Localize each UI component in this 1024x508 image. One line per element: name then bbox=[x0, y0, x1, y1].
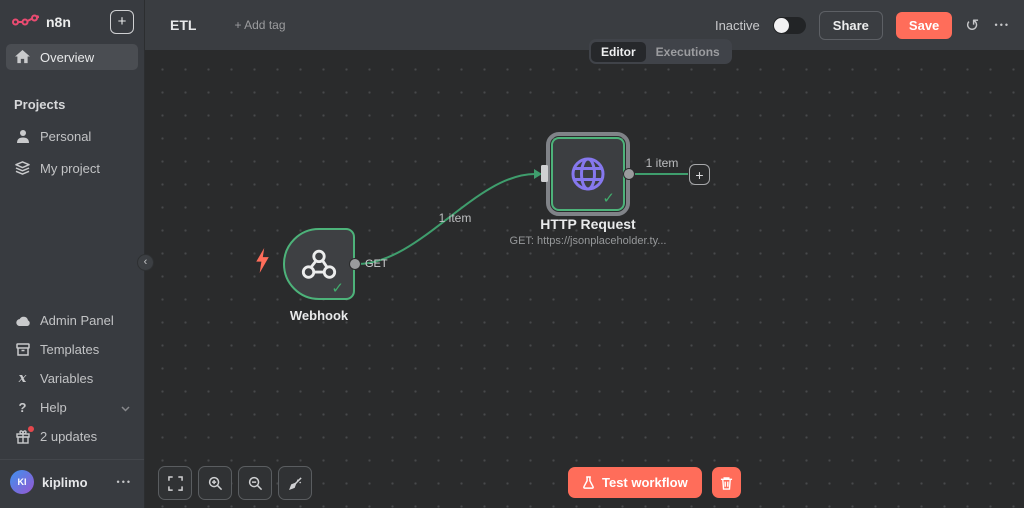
new-workflow-button[interactable]: + bbox=[110, 10, 134, 34]
user-options-icon[interactable]: ••• bbox=[116, 477, 132, 487]
logo-row: n8n + bbox=[0, 0, 144, 42]
home-icon bbox=[14, 49, 31, 65]
sidebar: n8n + Overview Projects Personal My proj… bbox=[0, 0, 145, 508]
sidebar-item-label: Admin Panel bbox=[40, 313, 114, 328]
user-name: kiplimo bbox=[42, 474, 88, 490]
topbar-actions: Inactive Share Save ↺ ••• bbox=[714, 10, 1010, 40]
globe-icon bbox=[571, 157, 605, 191]
sidebar-collapse-button[interactable]: ‹ bbox=[137, 254, 154, 271]
editor-executions-tabs: Editor Executions bbox=[589, 39, 732, 64]
workflow-name[interactable]: ETL bbox=[170, 17, 197, 33]
http-input-port[interactable] bbox=[541, 165, 548, 182]
test-workflow-label: Test workflow bbox=[602, 475, 688, 490]
add-tag-button[interactable]: + Add tag bbox=[234, 18, 286, 32]
sidebar-item-my-project[interactable]: My project bbox=[6, 155, 138, 181]
tidy-up-button[interactable] bbox=[278, 466, 312, 500]
history-icon[interactable]: ↺ bbox=[965, 15, 980, 35]
webhook-output-port[interactable] bbox=[349, 258, 361, 270]
sidebar-item-label: Overview bbox=[40, 49, 95, 65]
sidebar-item-overview[interactable]: Overview bbox=[6, 44, 138, 70]
avatar: KI bbox=[10, 470, 34, 494]
workflow-menu-icon[interactable]: ••• bbox=[994, 20, 1010, 30]
sidebar-item-personal[interactable]: Personal bbox=[6, 123, 138, 149]
sidebar-item-help[interactable]: ? Help bbox=[6, 394, 138, 421]
node-webhook[interactable]: ✓ bbox=[283, 228, 355, 300]
question-icon: ? bbox=[18, 400, 27, 415]
sidebar-item-label: Personal bbox=[40, 128, 92, 144]
notification-dot bbox=[28, 425, 34, 432]
gift-icon bbox=[14, 425, 34, 445]
user-menu[interactable]: KI kiplimo ••• bbox=[0, 459, 144, 508]
success-check-icon: ✓ bbox=[331, 280, 344, 297]
sidebar-item-updates[interactable]: 2 updates bbox=[6, 423, 138, 450]
flask-icon bbox=[583, 475, 594, 489]
trigger-bolt-icon bbox=[255, 248, 270, 278]
active-toggle[interactable] bbox=[772, 16, 806, 34]
variable-icon: x bbox=[18, 371, 27, 386]
tab-executions[interactable]: Executions bbox=[655, 44, 720, 59]
sidebar-item-label: 2 updates bbox=[40, 429, 98, 444]
cloud-icon bbox=[14, 313, 31, 329]
sidebar-item-label: Help bbox=[40, 400, 67, 415]
n8n-logo-icon bbox=[12, 14, 40, 30]
projects-header: Projects bbox=[14, 97, 66, 112]
add-node-button[interactable]: + bbox=[689, 164, 710, 185]
sidebar-item-label: My project bbox=[40, 160, 100, 176]
main-area: ETL + Add tag Inactive Share Save ↺ ••• … bbox=[145, 0, 1024, 508]
delete-workflow-button[interactable] bbox=[711, 467, 741, 498]
trash-icon bbox=[720, 476, 732, 490]
connection-items-label: 1 item bbox=[645, 156, 679, 170]
success-check-icon: ✓ bbox=[602, 190, 615, 207]
node-title-webhook: Webhook bbox=[289, 308, 349, 323]
http-output-port[interactable] bbox=[623, 168, 635, 180]
footer-actions: Test workflow bbox=[568, 467, 741, 498]
node-subtitle-http: GET: https://jsonplaceholder.ty... bbox=[509, 235, 667, 247]
layers-icon bbox=[14, 160, 31, 176]
chevron-down-icon bbox=[121, 400, 130, 415]
webhook-port-label: GET bbox=[365, 258, 388, 270]
connection-items-label: 1 item bbox=[438, 211, 472, 225]
workflow-canvas[interactable]: ✓ GET Webhook 1 item ✓ HTTP Request bbox=[145, 50, 1024, 508]
tab-editor[interactable]: Editor bbox=[591, 41, 646, 62]
share-button[interactable]: Share bbox=[818, 10, 883, 40]
package-icon bbox=[14, 342, 31, 358]
sidebar-item-label: Variables bbox=[40, 371, 94, 386]
webhook-icon bbox=[301, 249, 337, 279]
sidebar-item-variables[interactable]: x Variables bbox=[6, 365, 138, 392]
sidebar-spacer bbox=[0, 184, 144, 306]
toggle-knob bbox=[773, 17, 789, 33]
user-icon bbox=[14, 128, 31, 144]
node-http-request[interactable]: ✓ bbox=[546, 132, 630, 216]
connection-lines bbox=[356, 169, 688, 265]
canvas-controls bbox=[158, 466, 312, 500]
node-title-http: HTTP Request bbox=[540, 216, 636, 232]
zoom-out-button[interactable] bbox=[238, 466, 272, 500]
topbar: ETL + Add tag Inactive Share Save ↺ ••• bbox=[145, 0, 1024, 50]
test-workflow-button[interactable]: Test workflow bbox=[568, 467, 702, 498]
sidebar-item-templates[interactable]: Templates bbox=[6, 336, 138, 363]
zoom-in-button[interactable] bbox=[198, 466, 232, 500]
save-button[interactable]: Save bbox=[895, 11, 953, 39]
active-status-label: Inactive bbox=[714, 17, 760, 33]
zoom-to-fit-button[interactable] bbox=[158, 466, 192, 500]
app-title: n8n bbox=[46, 14, 71, 30]
sidebar-item-admin-panel[interactable]: Admin Panel bbox=[6, 307, 138, 334]
sidebar-item-label: Templates bbox=[40, 342, 100, 357]
node-http-request-body: ✓ bbox=[551, 137, 625, 211]
